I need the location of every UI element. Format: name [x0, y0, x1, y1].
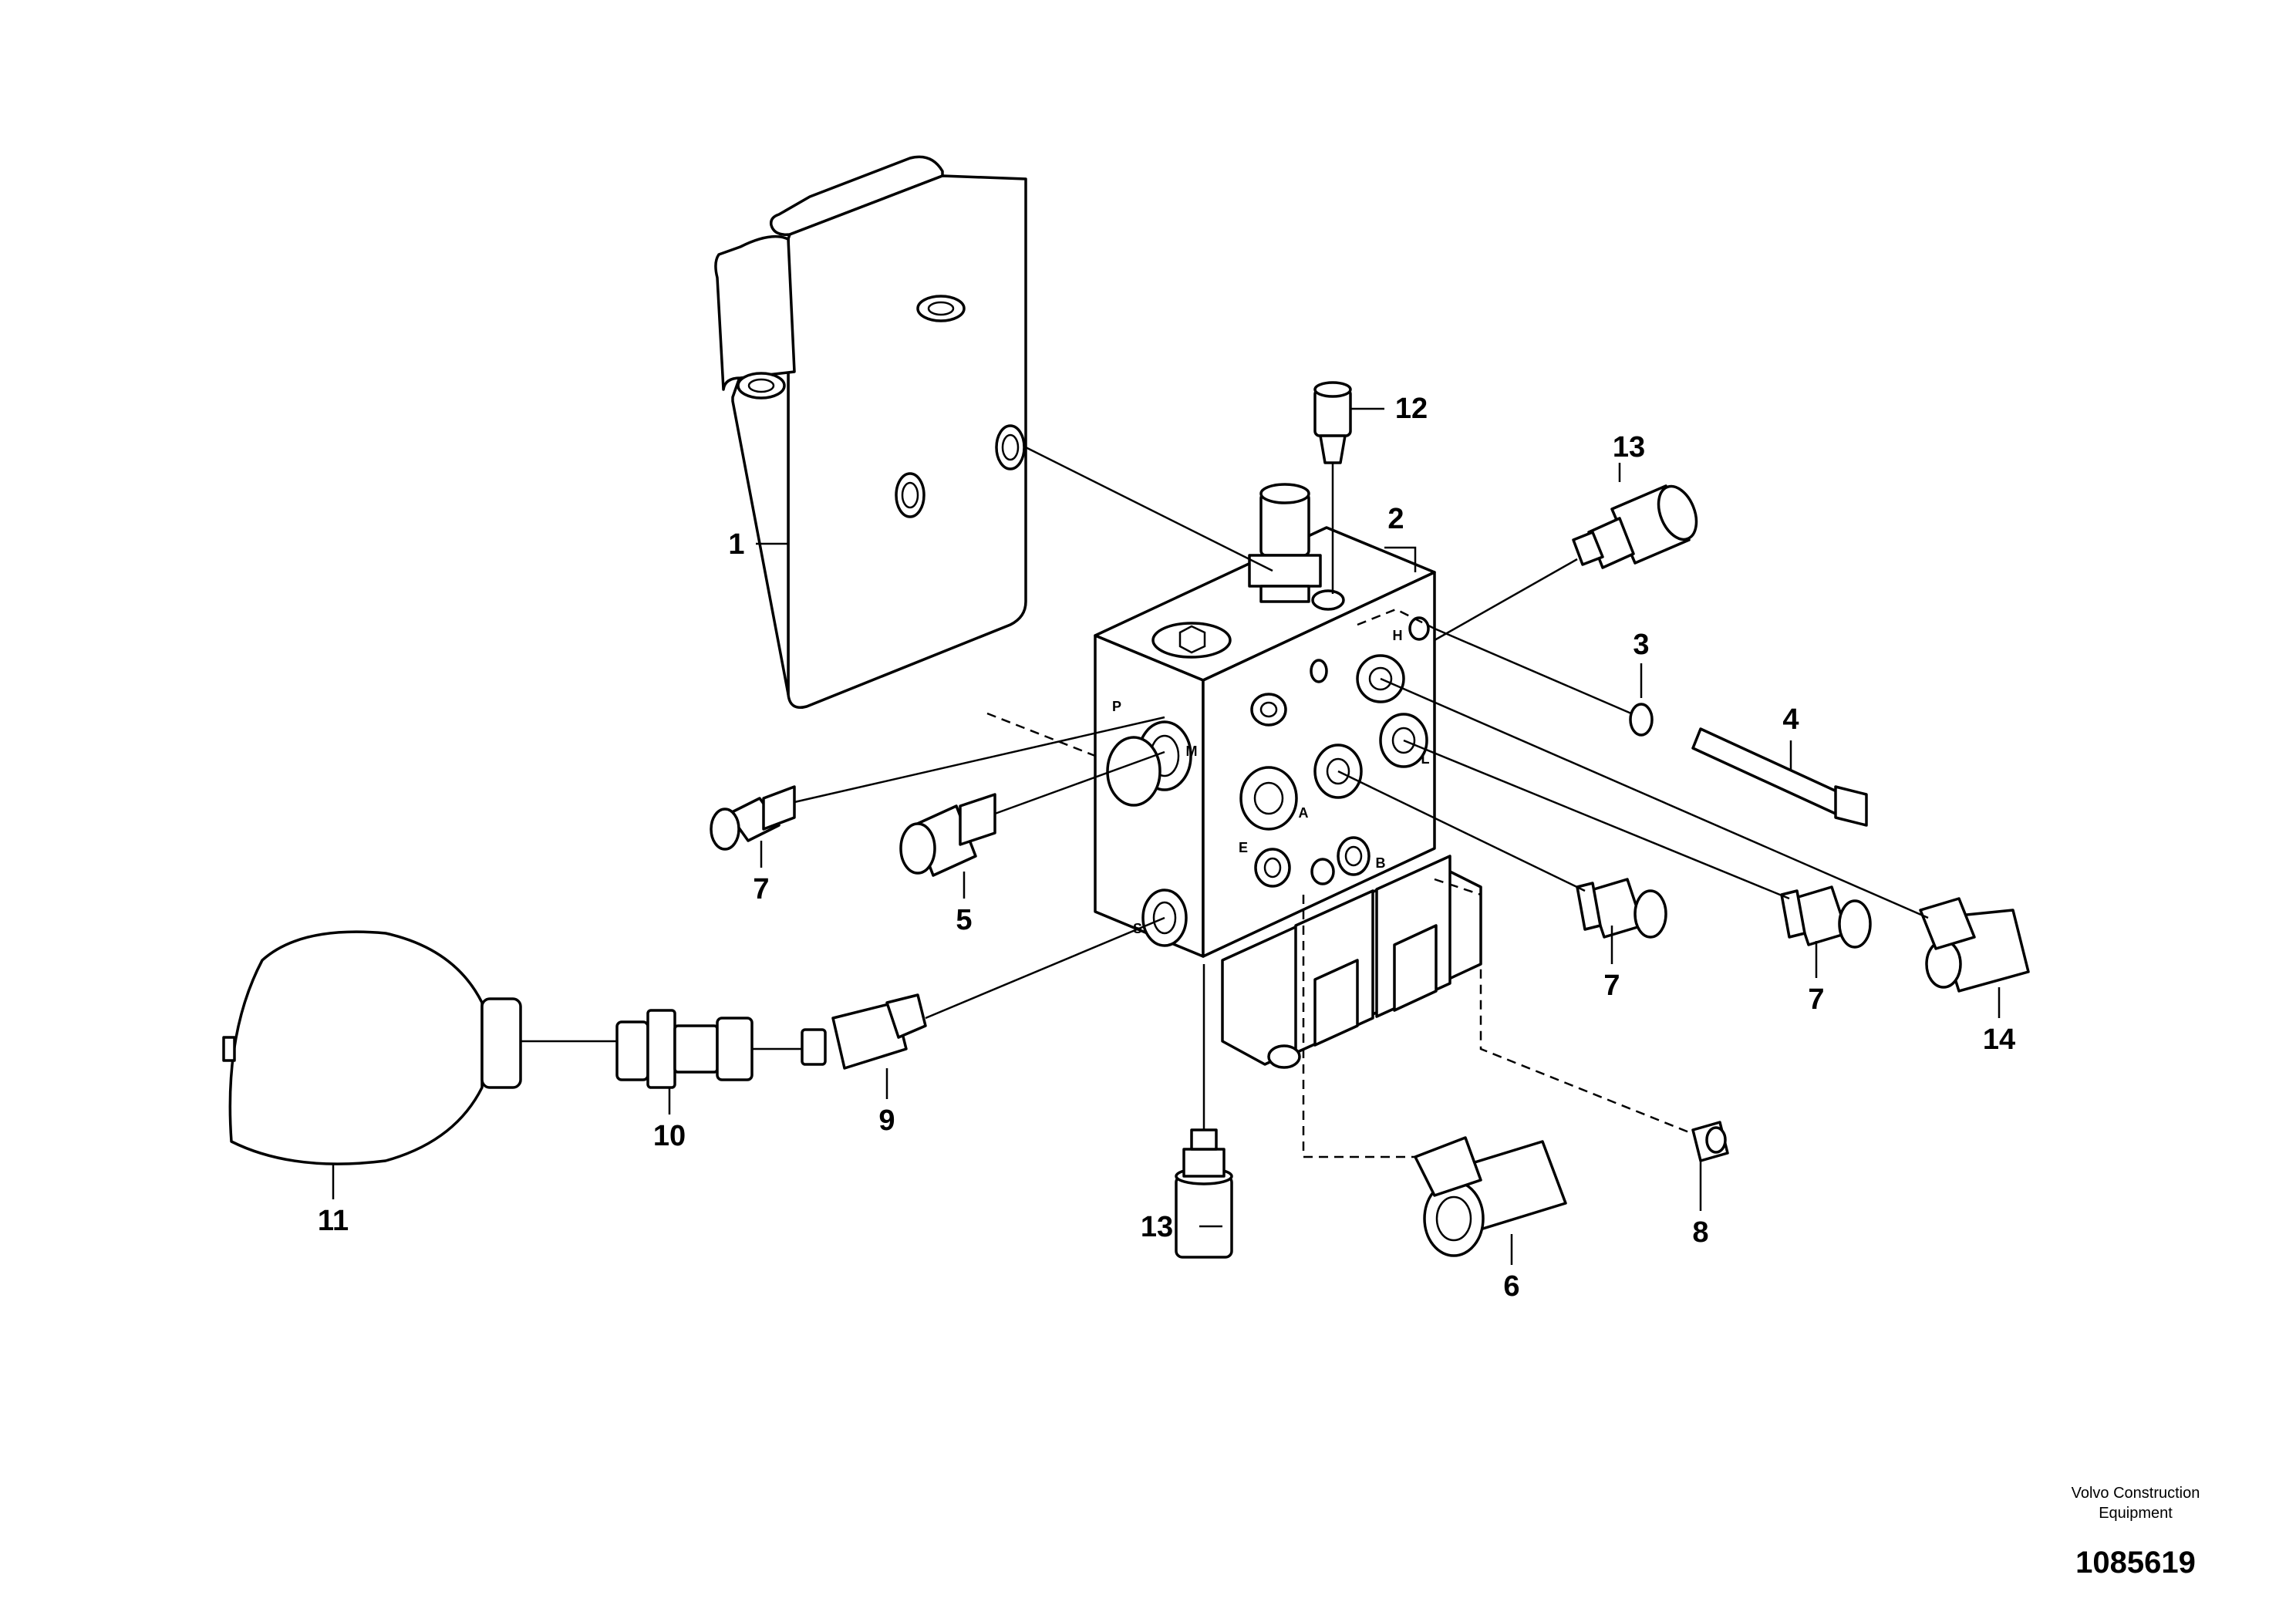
adapter-10	[615, 1009, 754, 1089]
port-letter-b: B	[1376, 855, 1386, 871]
port-letter-h: H	[1393, 628, 1403, 643]
fitting-5	[899, 793, 996, 877]
port-letter-a: A	[1299, 805, 1309, 821]
port-letter-e: E	[1239, 840, 1248, 855]
callout-12: 12	[1395, 393, 1428, 425]
callout-13-top: 13	[1613, 431, 1645, 464]
washer-3	[1629, 703, 1654, 737]
solenoid-coils	[1221, 855, 1482, 1069]
callout-4: 4	[1782, 703, 1799, 736]
brand-line-2: Equipment	[2099, 1505, 2173, 1522]
callout-5: 5	[956, 904, 972, 936]
elbow-6	[1414, 1136, 1567, 1257]
callout-1: 1	[728, 528, 744, 561]
elbow-9	[801, 993, 927, 1070]
leader-lines	[332, 407, 2001, 1265]
callout-7-middle: 7	[1603, 969, 1620, 1002]
port-letter-m: M	[1186, 744, 1198, 759]
sensor-13-bottom	[1175, 1128, 1233, 1259]
fitting-7-right	[1780, 885, 1872, 949]
port-letter-p: P	[1112, 699, 1121, 714]
document-number: 1085619	[2075, 1546, 2196, 1580]
callout-2: 2	[1387, 503, 1404, 535]
relief-valve	[1248, 483, 1322, 603]
callout-7-right: 7	[1808, 983, 1824, 1016]
callout-3: 3	[1633, 629, 1649, 661]
brand-caption: Volvo Construction Equipment	[2043, 1483, 2228, 1523]
fitting-7-left	[710, 785, 796, 851]
callout-13-bottom: 13	[1141, 1211, 1173, 1243]
bolt-4	[1691, 727, 1868, 827]
callout-14: 14	[1983, 1023, 2015, 1056]
port-letter-l: L	[1421, 751, 1430, 767]
plug-8	[1691, 1121, 1729, 1162]
callout-9: 9	[878, 1104, 895, 1137]
callout-11: 11	[318, 1205, 349, 1237]
callout-8: 8	[1692, 1216, 1708, 1249]
callout-numbers: 1 2 3 4 5 6 7 7 7 8 9 10 11 12 13 13 14	[318, 393, 2015, 1303]
sensor-13-top	[1572, 484, 1698, 569]
callout-7-left: 7	[753, 873, 769, 905]
mounting-bracket	[714, 155, 1027, 709]
fitting-7-middle	[1576, 878, 1667, 939]
callout-10: 10	[653, 1120, 686, 1152]
accumulator-11	[222, 930, 522, 1165]
callout-6: 6	[1503, 1270, 1519, 1303]
brand-line-1: Volvo Construction	[2071, 1485, 2200, 1502]
elbow-14	[1919, 897, 2030, 993]
plug-fitting-12	[1313, 381, 1352, 464]
